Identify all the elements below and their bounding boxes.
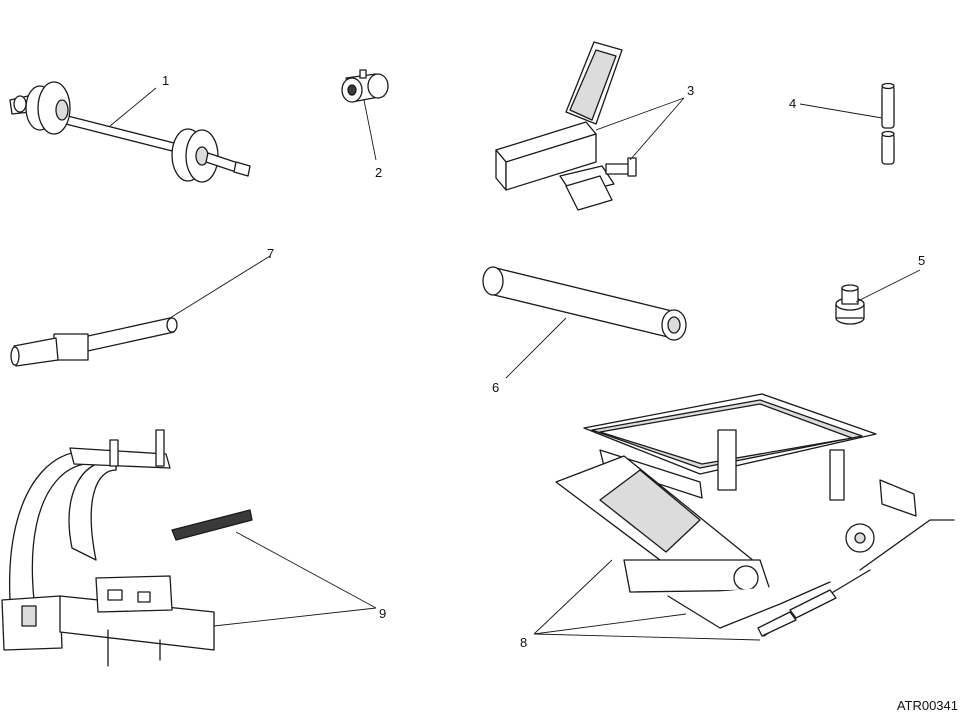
callout-7: 7 — [267, 246, 274, 261]
part-7-threaded-tool — [10, 317, 178, 367]
part-4-pins — [881, 82, 895, 165]
part-6-tube — [482, 266, 687, 341]
part-2-sleeve — [341, 69, 389, 103]
callout-8: 8 — [520, 635, 527, 650]
callout-5: 5 — [918, 253, 925, 268]
part-5-adapter — [835, 284, 865, 325]
callout-6: 6 — [492, 380, 499, 395]
callout-1: 1 — [162, 73, 169, 88]
callout-3: 3 — [687, 83, 694, 98]
part-8-lift-jack — [555, 393, 955, 637]
part-3-tool-case — [495, 41, 637, 211]
callout-4: 4 — [789, 96, 796, 111]
callout-9: 9 — [379, 606, 386, 621]
leader-lines — [109, 87, 921, 641]
drawing-id: ATR00341 — [896, 698, 958, 713]
part-1-drift-tool — [9, 81, 251, 183]
part-9-fixture — [1, 429, 253, 667]
callout-2: 2 — [375, 165, 382, 180]
